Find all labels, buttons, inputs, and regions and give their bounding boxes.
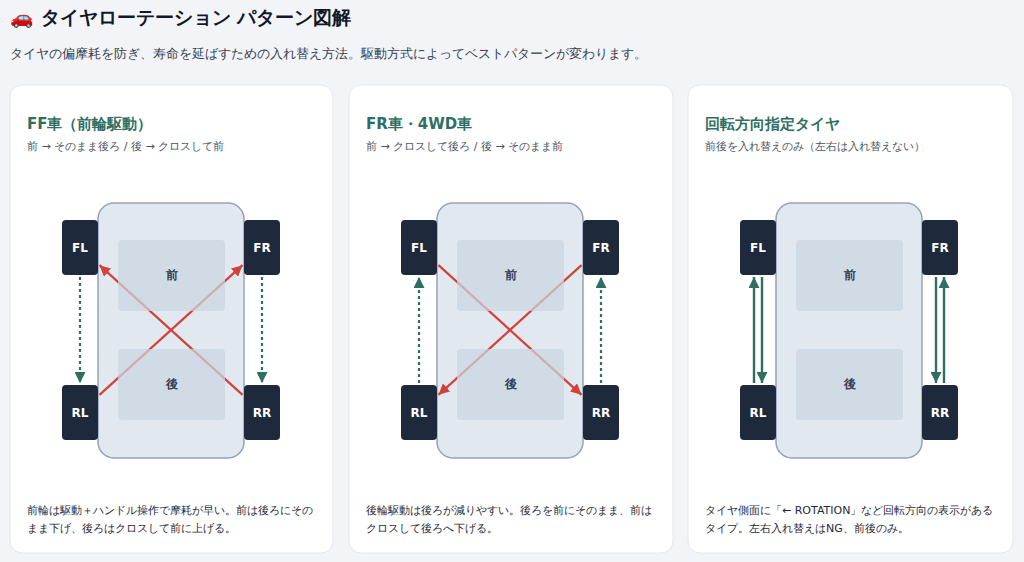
card-subtitle: 前後を入れ替えのみ（左右は入れ替えない） [705,139,925,154]
axle-area-box: 前 [118,240,225,311]
tire-box: FR [244,220,280,275]
tire-label: RR [931,406,949,420]
axle-area-box: 前 [796,240,903,311]
tire-box: FR [583,220,619,275]
card-panel [688,85,1013,553]
tire-label: FL [411,241,427,255]
page-caption: タイヤの偏摩耗を防ぎ、寿命を延ばすための入れ替え方法。駆動方式によってベストパタ… [10,46,647,63]
pattern-card: FR車・4WD車前 → クロスして後ろ / 後 → そのまま前後輪駆動は後ろが減… [349,85,673,553]
straight-rotation-arrow [418,277,420,383]
card-heading: 回転方向指定タイヤ [705,115,840,134]
page-title: 🚗 タイヤローテーション パターン図解 [10,5,351,31]
axle-area-box: 後 [796,349,903,420]
straight-rotation-arrow [761,277,763,383]
car-body [98,203,244,458]
pattern-card: 回転方向指定タイヤ前後を入れ替えのみ（左右は入れ替えない） タイヤ側面に「← RO… [688,85,1013,553]
card-panel [10,85,333,553]
straight-rotation-arrow [261,277,263,383]
pattern-card: FF車（前輪駆動） 前 → そのまま後ろ / 後 → クロスして前前輪は駆動＋ハン… [10,85,333,553]
card-description: タイヤ側面に「← ROTATION」など回転方向の表示があるタイプ。左右入れ替え… [705,502,997,538]
straight-rotation-arrow [753,277,755,383]
straight-rotation-arrow [79,277,81,383]
card-subtitle: 前 → クロスして後ろ / 後 → そのまま前 [366,139,563,154]
axle-label: 前 [505,267,517,284]
tire-box: FL [62,220,98,275]
straight-rotation-arrow [600,277,602,383]
axle-area-box: 後 [118,349,225,420]
tire-label: FL [750,241,766,255]
tire-box: RL [401,385,437,440]
card-heading: FF車（前輪駆動） [27,115,153,134]
car-body [437,203,583,458]
card-panel [349,85,673,553]
tire-box: FL [740,220,776,275]
straight-rotation-arrow [935,277,937,383]
tire-box: RR [244,385,280,440]
card-heading: FR車・4WD車 [366,115,472,134]
tire-label: FR [592,241,609,255]
tire-box: FR [922,220,958,275]
axle-label: 後 [505,376,517,393]
car-body [776,203,922,458]
tire-label: RR [253,406,271,420]
axle-label: 前 [166,267,178,284]
tire-label: FL [72,241,88,255]
axle-area-box: 後 [457,349,564,420]
tire-label: RL [72,406,89,420]
axle-area-box: 前 [457,240,564,311]
card-subtitle: 前 → そのまま後ろ / 後 → クロスして前 [27,139,224,154]
tire-label: RR [592,406,610,420]
tire-label: FR [931,241,948,255]
card-description: 前輪は駆動＋ハンドル操作で摩耗が早い。前は後ろにそのまま下げ、後ろはクロスして前… [27,502,319,538]
tire-box: FL [401,220,437,275]
straight-rotation-arrow [943,277,945,383]
tire-label: FR [253,241,270,255]
tire-box: RL [740,385,776,440]
axle-label: 後 [844,376,856,393]
axle-label: 後 [166,376,178,393]
axle-label: 前 [844,267,856,284]
tire-box: RR [922,385,958,440]
tire-box: RR [583,385,619,440]
tire-label: RL [750,406,767,420]
tire-box: RL [62,385,98,440]
tire-label: RL [411,406,428,420]
card-description: 後輪駆動は後ろが減りやすい。後ろを前にそのまま、前はクロスして後ろへ下げる。 [366,502,658,538]
